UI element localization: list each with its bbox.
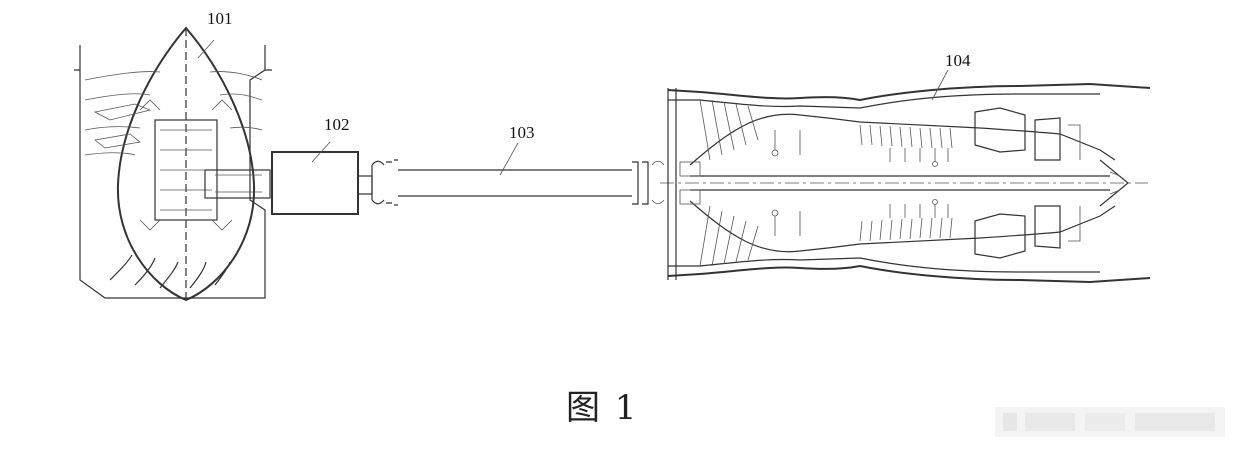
label-102: 102	[324, 115, 350, 134]
figure-caption: 图 1	[566, 388, 639, 428]
label-103: 103	[509, 123, 535, 142]
component-102-gearbox	[271, 141, 373, 215]
component-104-turbine-engine	[660, 69, 1151, 284]
component-101-fan-unit	[74, 26, 272, 302]
label-104: 104	[945, 51, 971, 70]
watermark-graphic	[995, 407, 1225, 437]
component-103-shaft	[371, 142, 665, 206]
label-101: 101	[207, 9, 233, 28]
